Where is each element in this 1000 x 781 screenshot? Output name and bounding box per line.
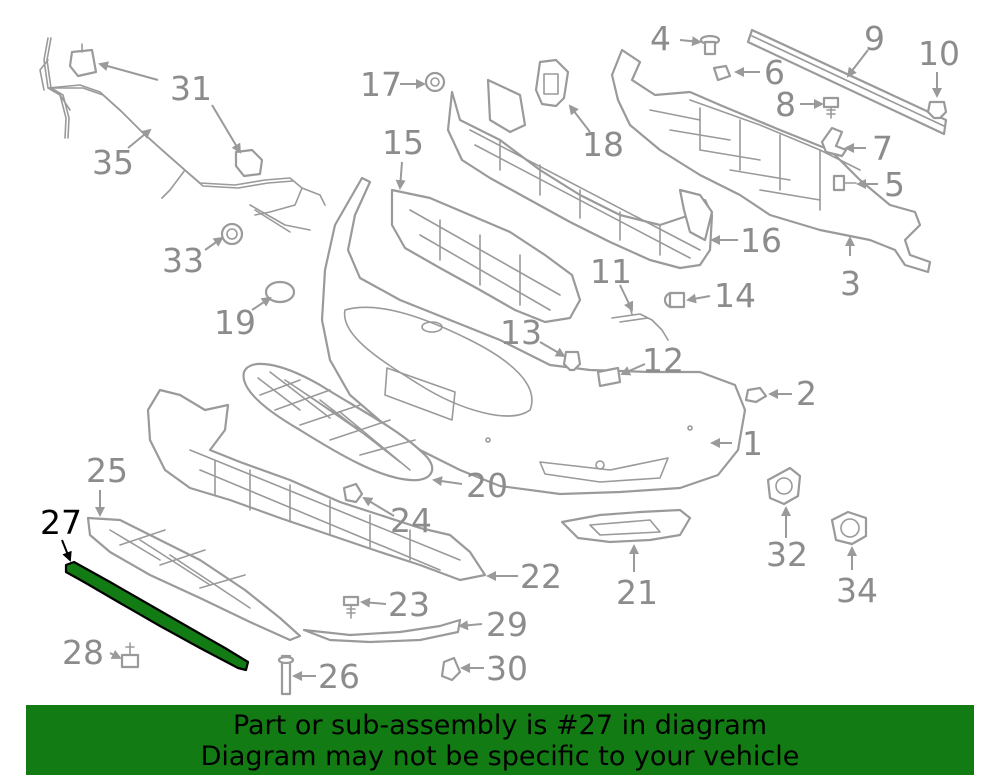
label-25: 25 bbox=[86, 451, 128, 490]
label-9: 9 bbox=[864, 19, 885, 58]
part-8-bolt bbox=[822, 96, 840, 119]
label-21: 21 bbox=[616, 573, 658, 612]
part-31-clip bbox=[68, 43, 98, 78]
part-9-seal-strip bbox=[746, 28, 948, 136]
part-14-pushpin bbox=[663, 291, 686, 309]
label-24: 24 bbox=[390, 501, 432, 540]
part-6-clip bbox=[712, 64, 732, 82]
label-13: 13 bbox=[500, 313, 542, 352]
part-3-absorber bbox=[610, 48, 932, 274]
diagram-svg: 1 2 3 4 5 6 7 8 9 10 11 12 13 14 15 16 1… bbox=[39, 19, 960, 696]
label-32: 32 bbox=[766, 535, 808, 574]
part-1-bumper-cover bbox=[320, 176, 747, 496]
label-3: 3 bbox=[840, 264, 861, 303]
label-27: 27 bbox=[40, 503, 82, 542]
label-8: 8 bbox=[775, 85, 796, 124]
label-18: 18 bbox=[582, 125, 624, 164]
part-2-clip bbox=[744, 386, 768, 404]
part-32-sensor bbox=[766, 466, 802, 506]
part-22-lower-cover bbox=[146, 388, 487, 582]
part-10-bumper-stop bbox=[926, 100, 948, 120]
info-banner: Part or sub-assembly is #27 in diagram D… bbox=[26, 705, 974, 775]
part-17-grommet bbox=[424, 71, 446, 93]
label-12: 12 bbox=[642, 341, 684, 380]
label-5: 5 bbox=[884, 165, 905, 204]
label-29: 29 bbox=[486, 605, 528, 644]
part-19-grommet bbox=[264, 280, 296, 304]
label-7: 7 bbox=[872, 129, 893, 168]
label-22: 22 bbox=[520, 557, 562, 596]
label-33: 33 bbox=[162, 241, 204, 280]
part-29-trim bbox=[302, 618, 462, 644]
part-18-bracket bbox=[534, 58, 570, 108]
part-7-bracket bbox=[820, 126, 848, 158]
part-33-grommet bbox=[220, 222, 244, 246]
part-31-connector bbox=[234, 148, 264, 178]
part-15-bracket bbox=[390, 188, 582, 324]
part-21-bezel bbox=[560, 508, 692, 544]
label-34: 34 bbox=[836, 571, 878, 610]
leader-lines bbox=[61, 36, 942, 681]
label-17: 17 bbox=[360, 65, 402, 104]
label-10: 10 bbox=[918, 34, 960, 73]
label-6: 6 bbox=[764, 53, 785, 92]
part-35-harness bbox=[39, 37, 326, 233]
part-12-clip bbox=[596, 366, 622, 388]
part-4-pushpin bbox=[699, 34, 721, 56]
label-14: 14 bbox=[714, 276, 756, 315]
part-labels: 1 2 3 4 5 6 7 8 9 10 11 12 13 14 15 16 1… bbox=[40, 19, 960, 696]
part-11-bracket bbox=[611, 307, 669, 341]
label-26: 26 bbox=[318, 657, 360, 696]
part-24-clip bbox=[342, 482, 364, 504]
part-27-highlighted-strip bbox=[64, 560, 250, 672]
part-23-screw bbox=[342, 595, 360, 619]
part-25-deflector bbox=[86, 516, 302, 642]
part-26-pin bbox=[277, 654, 295, 696]
label-23: 23 bbox=[388, 585, 430, 624]
label-2: 2 bbox=[796, 374, 817, 413]
label-30: 30 bbox=[486, 649, 528, 688]
label-31: 31 bbox=[170, 69, 212, 108]
label-20: 20 bbox=[466, 466, 508, 505]
label-15: 15 bbox=[382, 123, 424, 162]
part-28-bolt bbox=[120, 642, 140, 669]
part-5-screw bbox=[832, 174, 857, 192]
part-20-grille bbox=[242, 362, 434, 482]
part-30-clip bbox=[440, 656, 462, 682]
label-11: 11 bbox=[590, 252, 632, 291]
label-19: 19 bbox=[214, 303, 256, 342]
part-34-sensor-bezel bbox=[830, 510, 868, 546]
label-4: 4 bbox=[650, 19, 671, 58]
banner-line-1: Part or sub-assembly is #27 in diagram bbox=[232, 710, 768, 741]
label-28: 28 bbox=[62, 633, 104, 672]
label-16: 16 bbox=[740, 221, 782, 260]
part-13-fastener bbox=[562, 350, 582, 372]
part-16-reinforcement bbox=[446, 78, 714, 270]
label-35: 35 bbox=[92, 143, 134, 182]
label-1: 1 bbox=[742, 424, 763, 463]
banner-line-2: Diagram may not be specific to your vehi… bbox=[200, 741, 800, 772]
